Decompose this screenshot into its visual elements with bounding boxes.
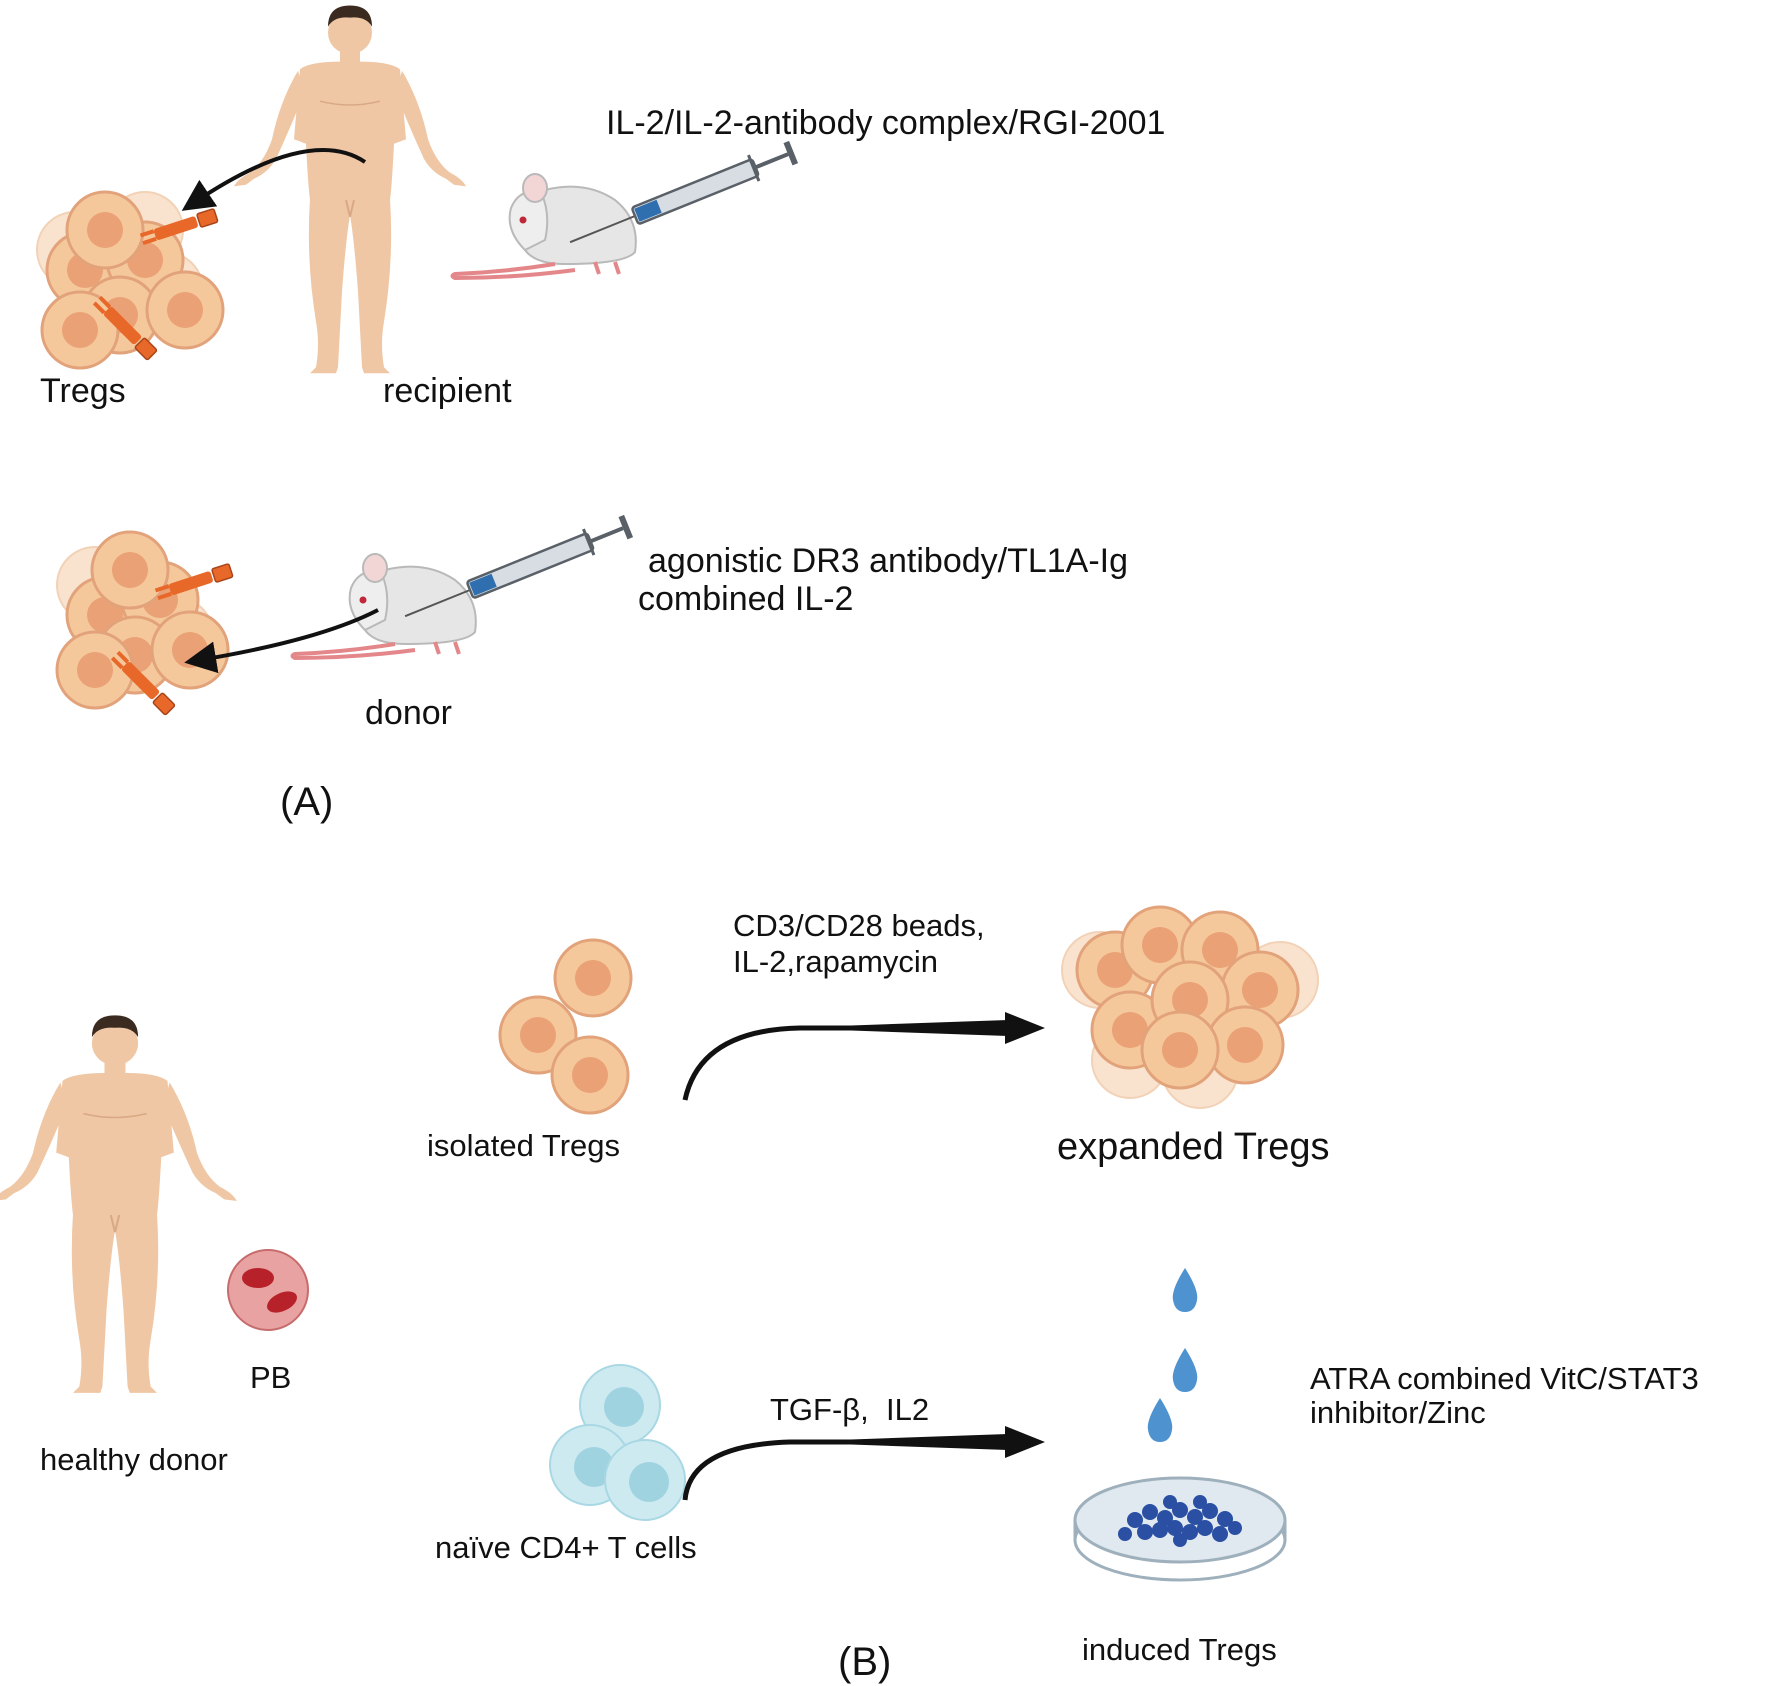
healthy-donor-label: healthy donor — [40, 1442, 228, 1477]
droplet-icon — [1147, 1398, 1173, 1442]
naive-cd4-label: naïve CD4+ T cells — [435, 1530, 697, 1565]
induced-tregs-label: induced Tregs — [1082, 1632, 1277, 1667]
additives-line1: ATRA combined VitC/STAT3 — [1310, 1361, 1699, 1396]
recipient-figure-icon — [233, 4, 467, 375]
isolated-tregs-label: isolated Tregs — [427, 1128, 620, 1163]
additives-label: ATRA combined VitC/STAT3 inhibitor/Zinc — [1310, 1362, 1699, 1430]
droplet-icon — [1172, 1348, 1198, 1392]
arrow-recipient-to-tregs — [181, 148, 367, 211]
naive-cd4-cells — [549, 1364, 686, 1521]
arrow-donor-to-tregs — [184, 608, 379, 674]
panel-a-label: (A) — [280, 780, 334, 824]
petri-dish-icon — [1073, 1476, 1287, 1582]
donor-treatment-line1: agonistic DR3 antibody/TL1A-Ig — [648, 542, 1129, 580]
peripheral-blood-icon — [227, 1249, 309, 1331]
induction-conditions-label: TGF-β, IL2 — [770, 1392, 930, 1427]
expansion-conditions-line1: CD3/CD28 beads, — [733, 908, 985, 943]
isolated-tregs-cells — [498, 938, 633, 1115]
recipient-label: recipient — [383, 372, 512, 410]
expanded-tregs-label: expanded Tregs — [1057, 1126, 1330, 1168]
droplet-icon — [1172, 1268, 1198, 1312]
tregs-label: Tregs — [40, 372, 126, 410]
induction-arrow — [682, 1426, 1045, 1501]
expansion-conditions-line2: IL-2,rapamycin — [733, 944, 939, 979]
expanded-tregs-cluster — [1061, 905, 1319, 1109]
recipient-treatment-label: IL-2/IL-2-antibody complex/RGI-2001 — [606, 104, 1166, 142]
additives-line2: inhibitor/Zinc — [1310, 1395, 1486, 1430]
healthy-donor-figure-icon — [0, 1014, 238, 1394]
donor-treatment-line2: combined IL-2 — [638, 580, 854, 618]
expansion-conditions-label: CD3/CD28 beads, IL-2,rapamycin — [733, 908, 985, 980]
pb-label: PB — [250, 1360, 292, 1395]
expansion-arrow — [682, 1012, 1045, 1101]
donor-label: donor — [365, 694, 452, 732]
mouse-donor-icon — [290, 552, 478, 660]
donor-treatment-label: agonistic DR3 antibody/TL1A-Ig combined … — [638, 542, 1128, 618]
panel-b-label: (B) — [838, 1640, 892, 1684]
